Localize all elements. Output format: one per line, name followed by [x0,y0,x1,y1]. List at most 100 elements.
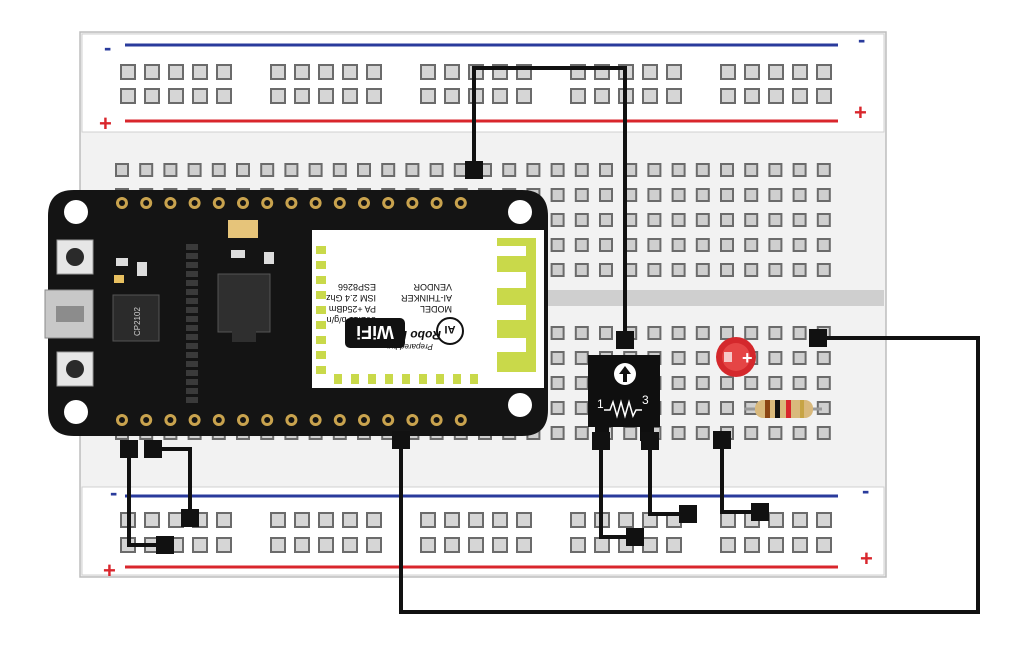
resistor [744,400,822,418]
wire-a0-to-pot-wiper [472,66,627,340]
rail-minus-top-left: - [104,35,111,60]
rail-minus-bottom-left: - [110,480,117,505]
resistor-symbol [604,399,642,419]
bottom-power-rail [81,486,885,576]
smd-yellow-1 [114,275,124,283]
hole-inner [359,165,369,175]
hole-inner [673,165,684,175]
rail-hole-inner [794,90,806,102]
hole-inner [528,165,539,175]
hole-inner [794,265,805,275]
castellation [316,306,326,314]
ai-logo [436,317,464,345]
castellation [351,374,359,384]
header-pin [186,370,198,376]
header-pin [186,244,198,250]
hole-inner [794,353,805,363]
hole-inner [552,215,563,225]
rail-hole-inner [296,539,308,551]
band-2 [775,400,780,418]
hole-inner [576,190,587,200]
rail-hole-inner [620,514,632,526]
hole-inner [552,353,563,363]
wire-end [641,432,659,450]
top-pin-hole [264,200,271,206]
hole-inner [310,165,321,175]
header-pin [186,352,198,358]
hole-inner [794,240,805,250]
top-pin-hole [361,200,367,206]
hole-inner [431,165,442,175]
hole-inner [697,328,708,338]
rail-hole-inner [296,514,308,526]
rail-hole-inner [770,90,782,102]
rail-hole-inner [446,90,458,102]
model-label: MODEL [420,304,452,314]
rail-minus-top-right: - [858,27,865,52]
wire-led-to-rail [720,440,760,514]
hole-inner [576,428,587,438]
rail-hole-inner [722,66,734,78]
hole-inner [722,190,732,200]
hole-inner [673,328,684,338]
hole-inner [576,165,587,175]
hole-inner [117,165,127,175]
rail-hole-inner [368,66,380,78]
band-3 [786,400,791,418]
top-pin-hole [191,200,198,206]
hole-inner [697,190,708,200]
rail-hole-inner [644,66,656,78]
ism-label: ISM 2.4 Ghz [325,293,376,303]
rail-hole-inner [320,90,332,102]
hole-inner [722,403,732,413]
rail-hole-inner [368,514,380,526]
castellation [334,374,342,384]
rail-hole-inner [494,90,506,102]
castellation [316,351,326,359]
rail-hole-inner [470,514,482,526]
wire-pot-left-to-rail [599,441,635,539]
rail-hole-inner [122,66,134,78]
castellation [316,321,326,329]
vendor-label: VENDOR [413,282,452,292]
mount-hole-tl [64,200,88,224]
rail-hole-inner [572,539,584,551]
bottom-pin-hole [167,417,174,423]
hole-inner [673,378,684,388]
hole-inner [625,240,636,250]
hole-inner [697,378,708,388]
hole-inner [697,165,708,175]
rail-hole-inner [722,90,734,102]
hole-inner [770,378,781,388]
header-pin [186,325,198,331]
hole-inner [576,378,587,388]
header-pin [186,298,198,304]
hole-inner [576,353,587,363]
hole-inner [673,403,684,413]
hole-inner [697,353,708,363]
hole-inner [770,265,781,275]
hole-inner [794,428,805,438]
reset-button-cap [66,248,84,266]
castellation [470,374,478,384]
hole-inner [552,328,563,338]
hole-inner [722,378,732,388]
hole-inner [576,240,587,250]
bottom-pin-hole [143,417,150,423]
bottom-pin-hole [336,417,343,423]
hole-inner [722,328,732,338]
rail-hole-inner [320,66,332,78]
header-pin [186,280,198,286]
rail-hole-inner [446,514,458,526]
hole-inner [818,353,829,363]
pot-pin3-label: 3 [642,393,649,407]
rail-hole-inner [422,66,434,78]
rail-hole-inner [668,90,680,102]
hole-inner [746,328,757,338]
band-4 [800,400,804,418]
hole-inner [746,240,757,250]
top-pin-hole [385,200,392,206]
bottom-pin-hole [264,417,271,423]
header-pin [186,343,198,349]
header-pin [186,397,198,403]
